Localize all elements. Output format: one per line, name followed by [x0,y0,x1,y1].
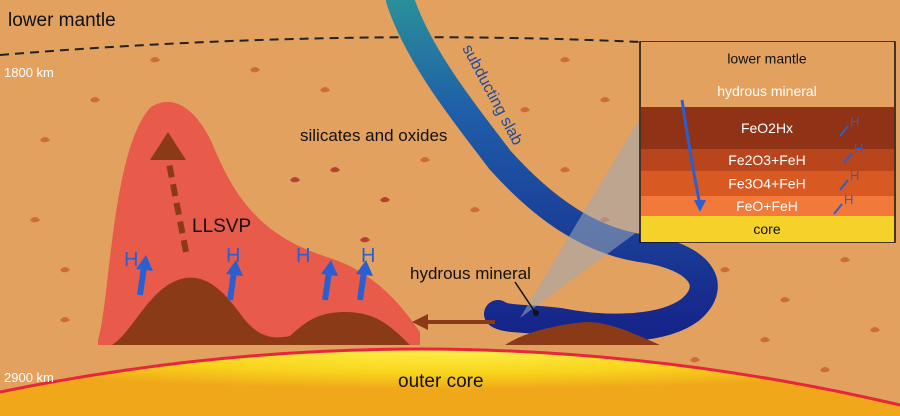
hydrogen-label: H [226,245,240,267]
inset-panel: lower mantle hydrous mineralFeO2HxFe2O3+F… [639,41,896,243]
inset-hydrogen-label: H [850,168,859,183]
hydrous-pointer-dot [533,310,539,316]
inset-layer-label: Fe2O3+FeH [728,152,805,168]
mantle-fleck [560,167,570,173]
label-hydrous-mineral: hydrous mineral [410,264,531,283]
inset-hydrogen-label: H [850,114,859,129]
hydrogen-arrow-shaft [322,271,332,301]
label-2900km: 2900 km [4,370,54,385]
mantle-fleck [30,217,40,223]
hydrogen-arrow-shaft [137,266,147,296]
inset-hydrogen-arrow [839,179,849,191]
inset-layer [641,42,894,75]
subducting-slab [386,0,718,342]
inset-layer [641,149,894,171]
hydrogen-arrow-head [356,260,373,276]
inset-layer-label: FeO+FeH [736,198,798,214]
inset-layer-label: lower mantle [727,51,807,67]
label-llsvp: LLSVP [192,216,251,237]
mantle-fleck [60,267,70,273]
mantle-fleck [870,327,880,333]
hydrogen-label: H [296,245,310,267]
mantle-fleck [820,367,830,373]
mantle-fleck [60,317,70,323]
inset-hydrogen-label: H [844,192,853,207]
label-outer-core: outer core [398,371,484,392]
mantle-fleck [290,177,300,183]
mantle-fleck [40,137,50,143]
mantle-fleck [560,57,570,63]
upwelling-arrow-shaft [165,157,189,253]
mantle-fleck [760,337,770,343]
mantle-fleck [600,97,610,103]
hydrogen-label: H [124,249,138,271]
mantle-fleck [320,87,330,93]
inset-layer-label: hydrous mineral [717,83,817,99]
hydrogen-arrow-head [321,260,338,276]
hydrogen-arrow-head [226,260,243,276]
inset-hydrogen-path [680,99,702,206]
mantle-fleck [330,167,340,173]
mantle-fleck [840,257,850,263]
hydrogen-arrow-shaft [227,271,237,301]
inset-layer-label: FeO2Hx [741,120,793,136]
inset-hydrogen-arrow [833,203,843,215]
slab-pile [505,322,660,345]
mantle-fleck [380,197,390,203]
mantle-fleck [720,267,730,273]
core-mantle-boundary [0,347,900,407]
hydrogen-label: H [361,245,375,267]
hydrogen-arrow-head [136,255,153,271]
upwelling-arrow-head [150,132,186,160]
hydrogen-arrow-shaft [357,271,367,301]
mantle-fleck [360,237,370,243]
mantle-fleck [780,297,790,303]
boundary-1800km-line [0,36,641,56]
mantle-fleck [420,157,430,163]
mantle-fleck [150,57,160,63]
transfer-arrow-head [412,314,428,330]
inset-hydrogen-arrow [839,125,849,137]
inset-hydrogen-arrowhead [694,200,706,212]
mantle-fleck [90,97,100,103]
mantle-fleck [250,67,260,73]
label-1800km: 1800 km [4,65,54,80]
mantle-fleck [690,357,700,363]
inset-layer [641,171,894,196]
label-lower-mantle: lower mantle [8,10,116,31]
inset-layer [641,216,894,242]
inset-hydrogen-arrow [843,152,853,164]
inset-projection [520,118,640,318]
inset-layer-label: core [753,221,780,237]
inset-hydrogen-label: H [854,141,863,156]
inset-layer-label: Fe3O4+FeH [728,176,805,192]
mantle-fleck [470,207,480,213]
label-silicates: silicates and oxides [300,126,447,145]
hydrous-pointer-line [514,281,536,313]
mantle-fleck [520,107,530,113]
basal-pile [112,277,410,345]
